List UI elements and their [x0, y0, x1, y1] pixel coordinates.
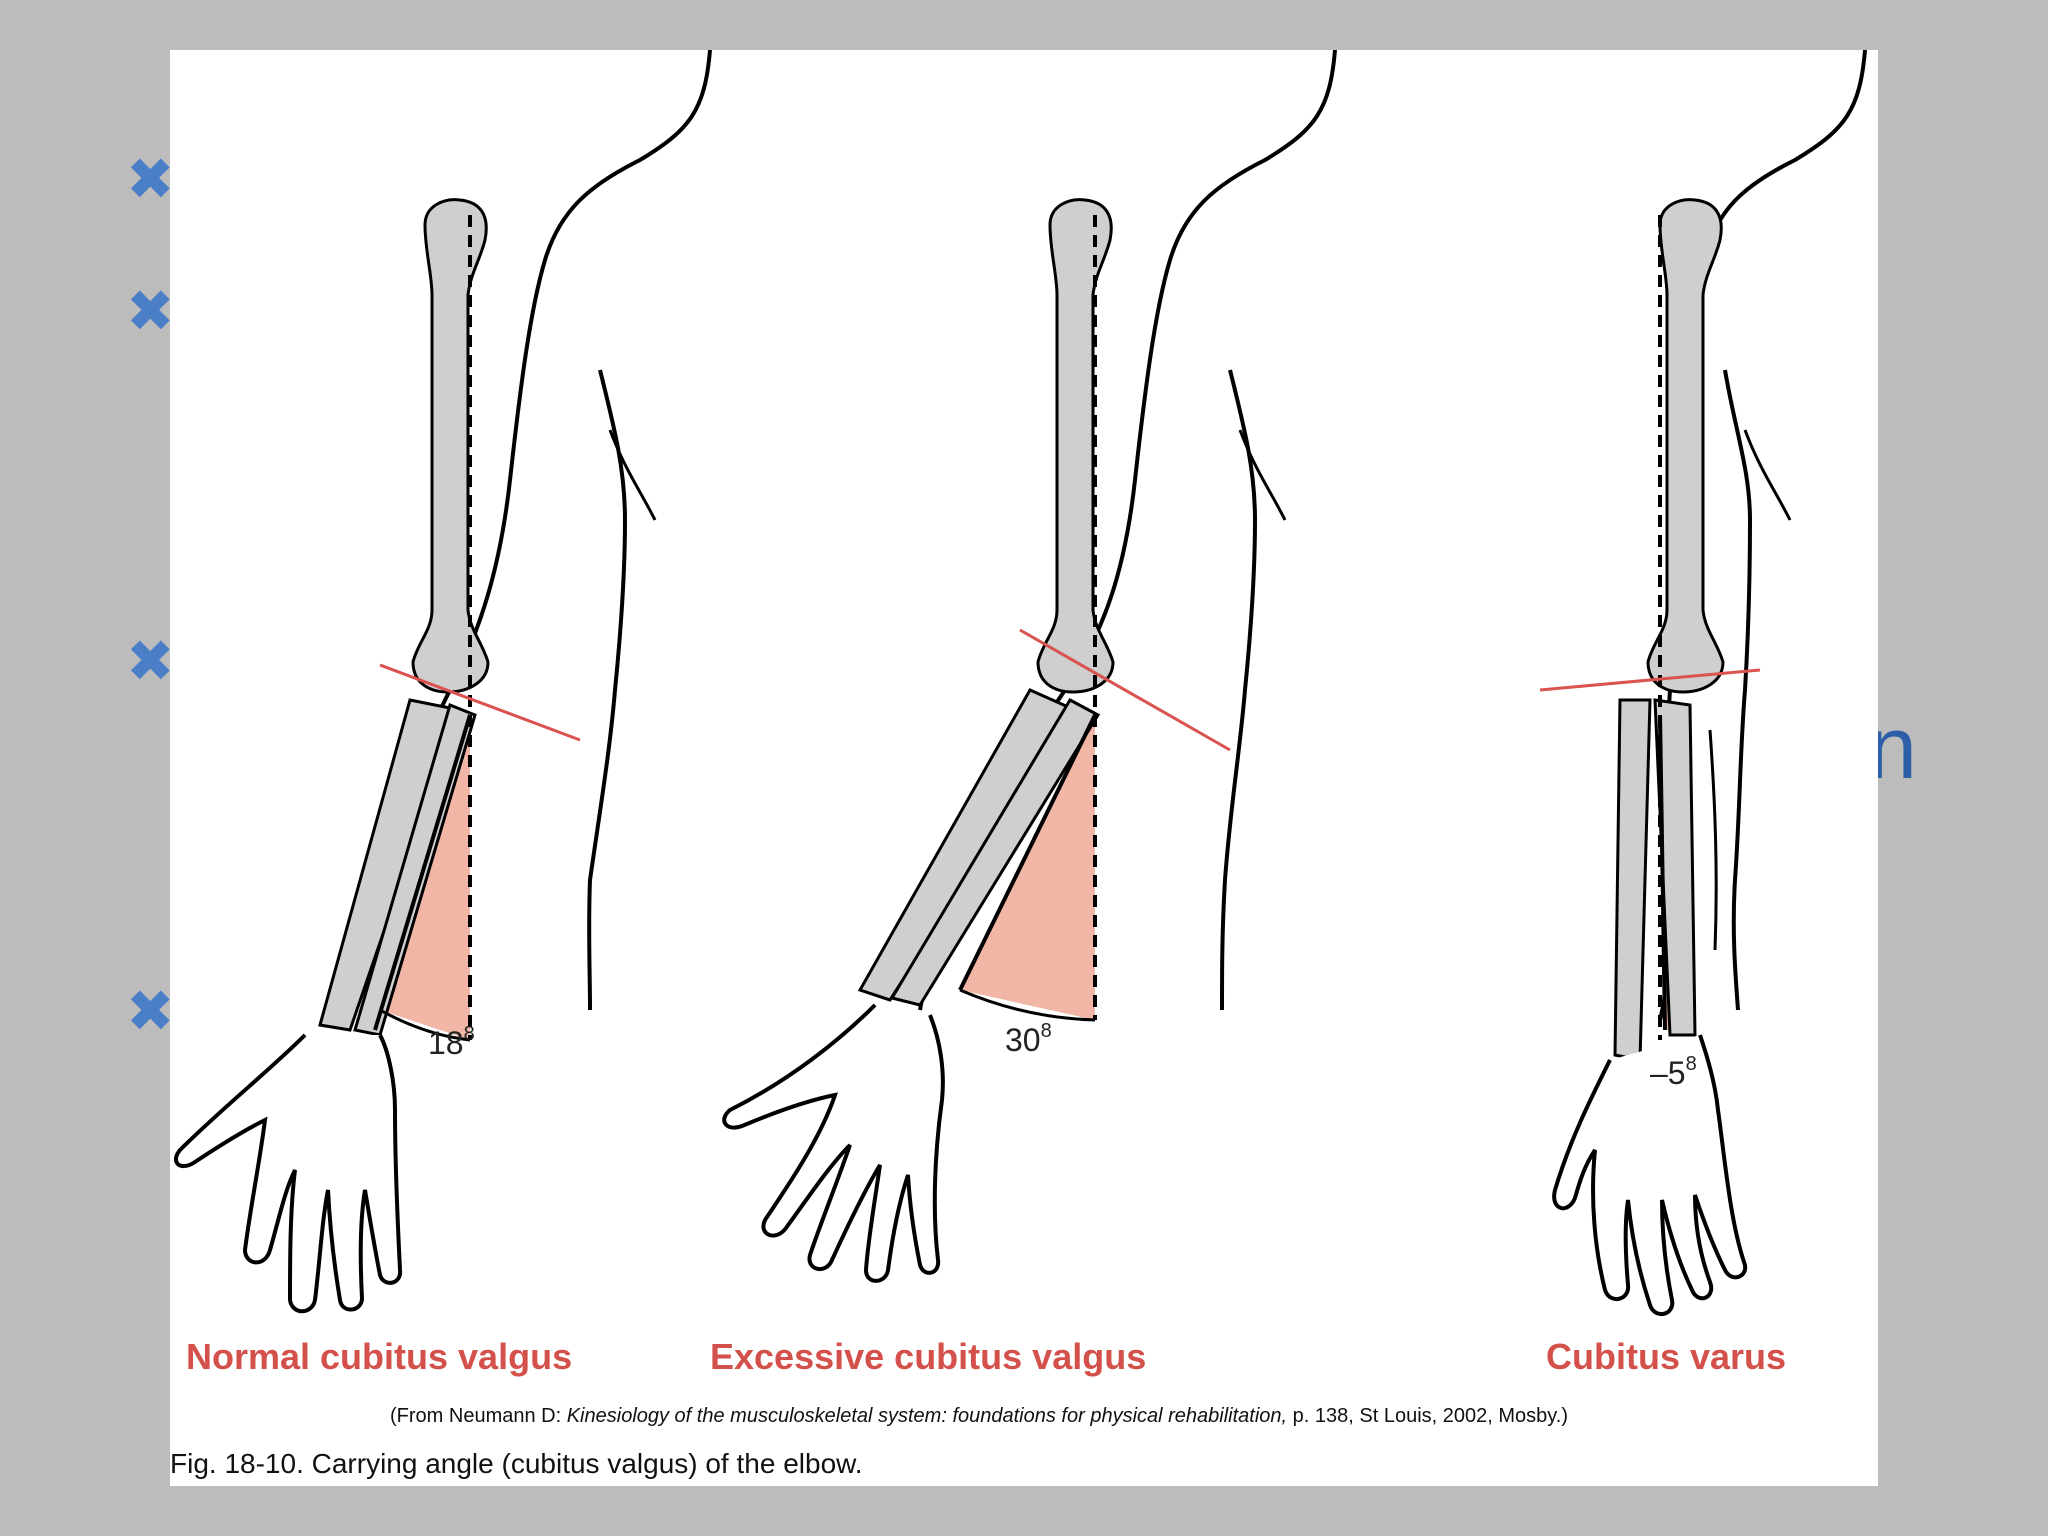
figure-caption: Fig. 18-10. Carrying angle (cubitus valg… — [170, 1448, 863, 1479]
x-bullet-icon: ✖ — [126, 977, 175, 1045]
label-excessive-cubitus-valgus: Excessive cubitus valgus — [710, 1336, 1147, 1377]
angle-label-excessive: 308 — [1005, 1020, 1052, 1058]
source-citation: (From Neumann D: Kinesiology of the musc… — [390, 1405, 1569, 1427]
panel-cubitus-varus — [1539, 50, 1867, 1316]
angle-label-varus: –58 — [1650, 1053, 1697, 1091]
x-bullet-icon: ✖ — [126, 277, 175, 345]
arm-illustrations — [174, 50, 1867, 1316]
panel-normal-valgus — [174, 50, 712, 1314]
x-bullet-icon: ✖ — [126, 145, 175, 213]
angle-label-normal: 188 — [428, 1023, 475, 1061]
carrying-angle-figure: 188 308 –58 Normal cubitus valgus Excess… — [170, 50, 1878, 1486]
label-cubitus-varus: Cubitus varus — [1546, 1336, 1787, 1377]
label-normal-cubitus-valgus: Normal cubitus valgus — [186, 1336, 573, 1377]
panel-excessive-valgus — [722, 50, 1337, 1283]
x-bullet-icon: ✖ — [126, 627, 175, 695]
